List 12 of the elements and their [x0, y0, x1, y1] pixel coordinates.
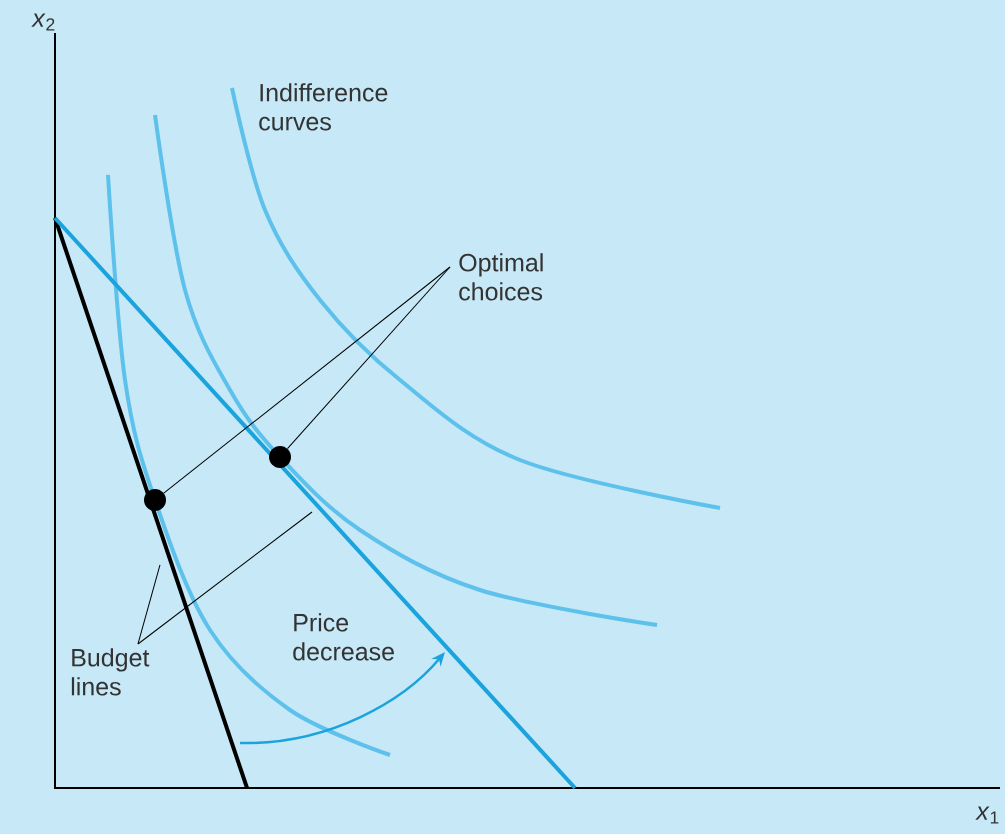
- callout-text: Optimal choices: [459, 253, 543, 301]
- leader-line: [137, 564, 161, 645]
- point-marker: [144, 489, 166, 511]
- leader-line: [286, 266, 451, 450]
- leader-line: [163, 266, 451, 494]
- callout-text: Budget lines: [71, 648, 150, 696]
- point-marker: [269, 446, 291, 468]
- annotation-text: Price decrease: [293, 613, 394, 661]
- leader-line: [137, 511, 313, 645]
- axis-label: x$_{2}$: [31, 13, 55, 31]
- annotation-text: Indifference curves: [259, 83, 388, 131]
- axis-label: x$_{1}$: [975, 806, 999, 824]
